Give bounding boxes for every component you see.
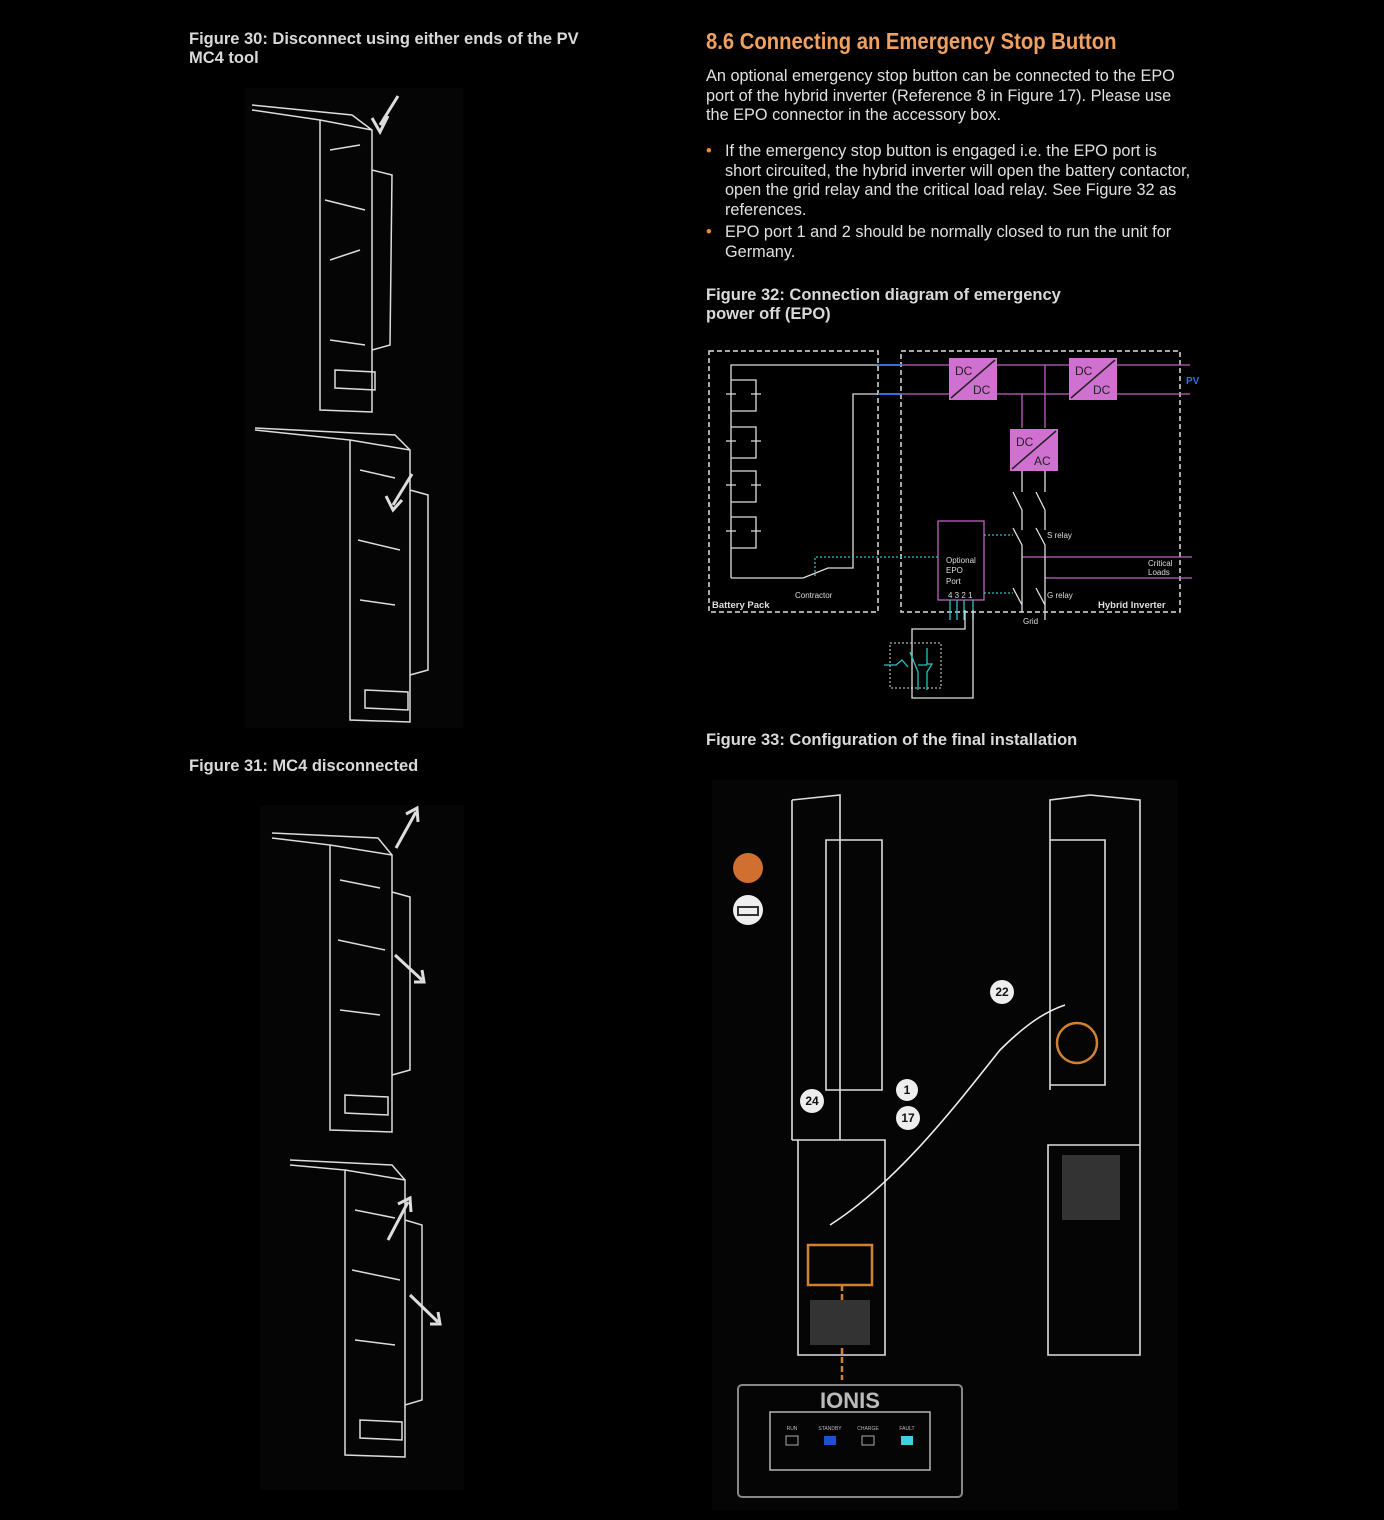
svg-text:17: 17 <box>901 1111 915 1125</box>
bus-connector <box>878 364 901 395</box>
intro-paragraph: An optional emergency stop button can be… <box>706 67 1175 125</box>
critical-loads-label: Critical <box>1148 559 1173 568</box>
bullet-text: If the emergency stop button is engaged … <box>725 142 1191 219</box>
pv-label: PV <box>1186 376 1200 387</box>
ppe-goggles-icon <box>733 895 763 925</box>
svg-text:FAULT: FAULT <box>899 1426 914 1432</box>
bullet-icon: • <box>706 142 712 160</box>
power-wires <box>901 364 1192 579</box>
bullet-icon: • <box>706 223 712 242</box>
epo-pins-label: 4 3 2 1 <box>948 591 973 600</box>
svg-text:DC: DC <box>955 364 973 378</box>
signal-lines <box>814 534 1013 594</box>
battery-pack-box <box>708 350 879 613</box>
epo-label: EPO <box>946 566 963 575</box>
svg-text:22: 22 <box>995 985 1009 999</box>
hybrid-inverter-label: Hybrid Inverter <box>1098 600 1166 611</box>
list-item: • EPO port 1 and 2 should be normally clo… <box>706 223 1196 262</box>
g-relay-label: G relay <box>1047 591 1073 600</box>
figure-31-caption: Figure 31: MC4 disconnected <box>189 757 419 775</box>
figure-31-image <box>260 805 464 1490</box>
contractor-label: Contractor <box>795 591 833 600</box>
svg-text:1: 1 <box>904 1083 911 1097</box>
battery-cells <box>726 364 878 579</box>
svg-text:DC: DC <box>1075 364 1093 378</box>
list-item: • If the emergency stop button is engaged… <box>706 142 1196 220</box>
relays <box>1012 471 1046 620</box>
callout-24 <box>800 1089 824 1113</box>
emergency-stop-switch <box>884 600 974 699</box>
callout-22 <box>990 980 1014 1004</box>
brand-logo: IONIS <box>820 1388 880 1413</box>
epo-port-box <box>937 520 985 601</box>
svg-text:DC: DC <box>1016 435 1034 449</box>
epo-label: Optional <box>946 556 976 565</box>
hybrid-inverter-box <box>900 350 1181 613</box>
callout-1 <box>896 1079 918 1101</box>
figure-30-caption: Figure 30: Disconnect using either ends … <box>189 30 579 67</box>
svg-text:DC: DC <box>973 383 991 397</box>
section-heading: 8.6 Connecting an Emergency Stop Button <box>706 28 1117 54</box>
indicator-panel: RUN STANDBY CHARGE FAULT <box>785 1426 915 1446</box>
svg-text:DC: DC <box>1093 383 1111 397</box>
critical-loads-label: Loads <box>1148 568 1170 577</box>
bullet-text: EPO port 1 and 2 should be normally clos… <box>725 223 1172 261</box>
grid-label: Grid <box>1023 617 1038 626</box>
battery-pack-label: Battery Pack <box>712 600 770 611</box>
ppe-gloves-icon <box>733 853 763 883</box>
epo-label: Port <box>946 577 961 586</box>
svg-text:RUN: RUN <box>787 1426 798 1432</box>
figure-33-image: 22 1 17 24 IONIS RUN STANDBY CHARGE FAUL… <box>712 780 1178 1510</box>
svg-text:CHARGE: CHARGE <box>857 1426 879 1432</box>
figure-33-caption: Figure 33: Configuration of the final in… <box>706 731 1078 749</box>
svg-text:24: 24 <box>805 1094 819 1108</box>
s-relay-label: S relay <box>1047 531 1072 540</box>
svg-text:AC: AC <box>1034 454 1051 468</box>
svg-text:STANDBY: STANDBY <box>818 1426 842 1432</box>
figure-32-caption: Figure 32: Connection diagram of emergen… <box>706 286 1061 323</box>
bullet-list: • If the emergency stop button is engaged… <box>706 142 1196 266</box>
figure-30-image <box>245 88 463 728</box>
callout-17 <box>896 1106 920 1130</box>
